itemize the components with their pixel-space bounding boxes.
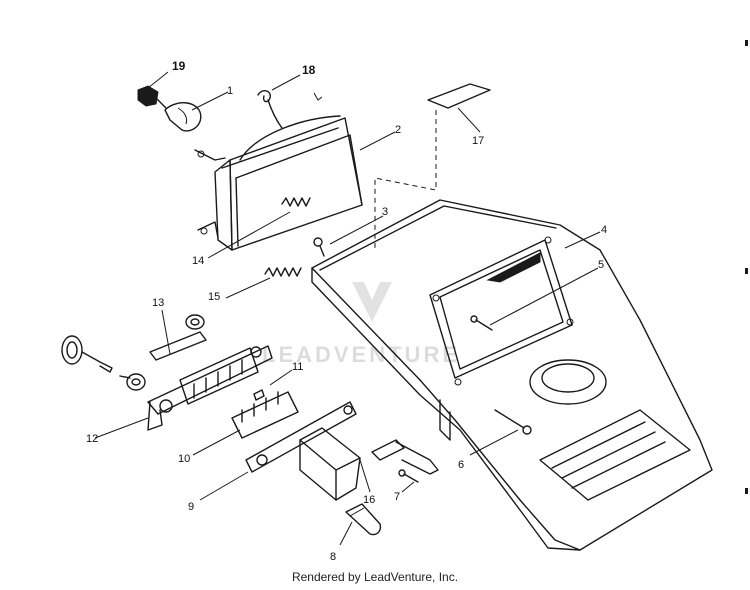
footer-credit: Rendered by LeadVenture, Inc. xyxy=(291,570,459,584)
watermark-text: LEADVENTURE xyxy=(262,342,460,367)
callout-6: 6 xyxy=(458,459,464,471)
adjusting-spring-lower xyxy=(264,267,302,277)
long-screw xyxy=(494,409,532,435)
label-decal xyxy=(427,83,491,109)
bulb-socket xyxy=(137,85,167,109)
bulb xyxy=(164,102,202,132)
callout-16: 16 xyxy=(363,494,375,506)
grommet xyxy=(185,314,205,330)
callout-11: 11 xyxy=(292,361,303,373)
leader-lines xyxy=(94,71,601,546)
headlight-housing xyxy=(194,92,363,251)
spring-clip xyxy=(257,90,283,129)
watermark: LEADVENTURE xyxy=(262,282,460,367)
toggle-switch xyxy=(371,439,439,475)
callouts: 1 2 3 4 5 6 7 8 9 10 11 12 13 14 15 16 1… xyxy=(86,59,607,563)
callout-12: 12 xyxy=(86,433,98,445)
hood-screw xyxy=(470,315,493,331)
adjusting-spring-upper xyxy=(281,197,311,207)
callout-3: 3 xyxy=(382,206,388,218)
callout-4: 4 xyxy=(601,224,607,236)
insulator-strip xyxy=(149,331,207,361)
edge-marks xyxy=(745,40,748,494)
lower-bracket xyxy=(245,401,361,501)
callout-7: 7 xyxy=(394,491,400,503)
callout-14: 14 xyxy=(192,255,204,267)
callout-17: 17 xyxy=(472,135,484,147)
callout-10: 10 xyxy=(178,453,190,465)
console-hood xyxy=(311,199,713,551)
fuse-pin xyxy=(253,389,265,401)
callout-13: 13 xyxy=(152,297,164,309)
ignition-key xyxy=(61,335,113,373)
callout-5: 5 xyxy=(598,259,604,271)
callout-19: 19 xyxy=(172,59,186,73)
callout-8: 8 xyxy=(330,551,336,563)
callout-18: 18 xyxy=(302,63,316,77)
callout-1: 1 xyxy=(227,85,233,97)
callout-2: 2 xyxy=(395,124,401,136)
callout-15: 15 xyxy=(208,291,220,303)
switch-screw xyxy=(398,469,419,483)
callout-9: 9 xyxy=(188,501,194,513)
switch-block xyxy=(179,347,259,405)
mounting-screw xyxy=(313,237,325,257)
wire-connector xyxy=(231,391,299,439)
ignition-switch xyxy=(119,373,146,391)
indicator-bulb xyxy=(345,503,382,536)
